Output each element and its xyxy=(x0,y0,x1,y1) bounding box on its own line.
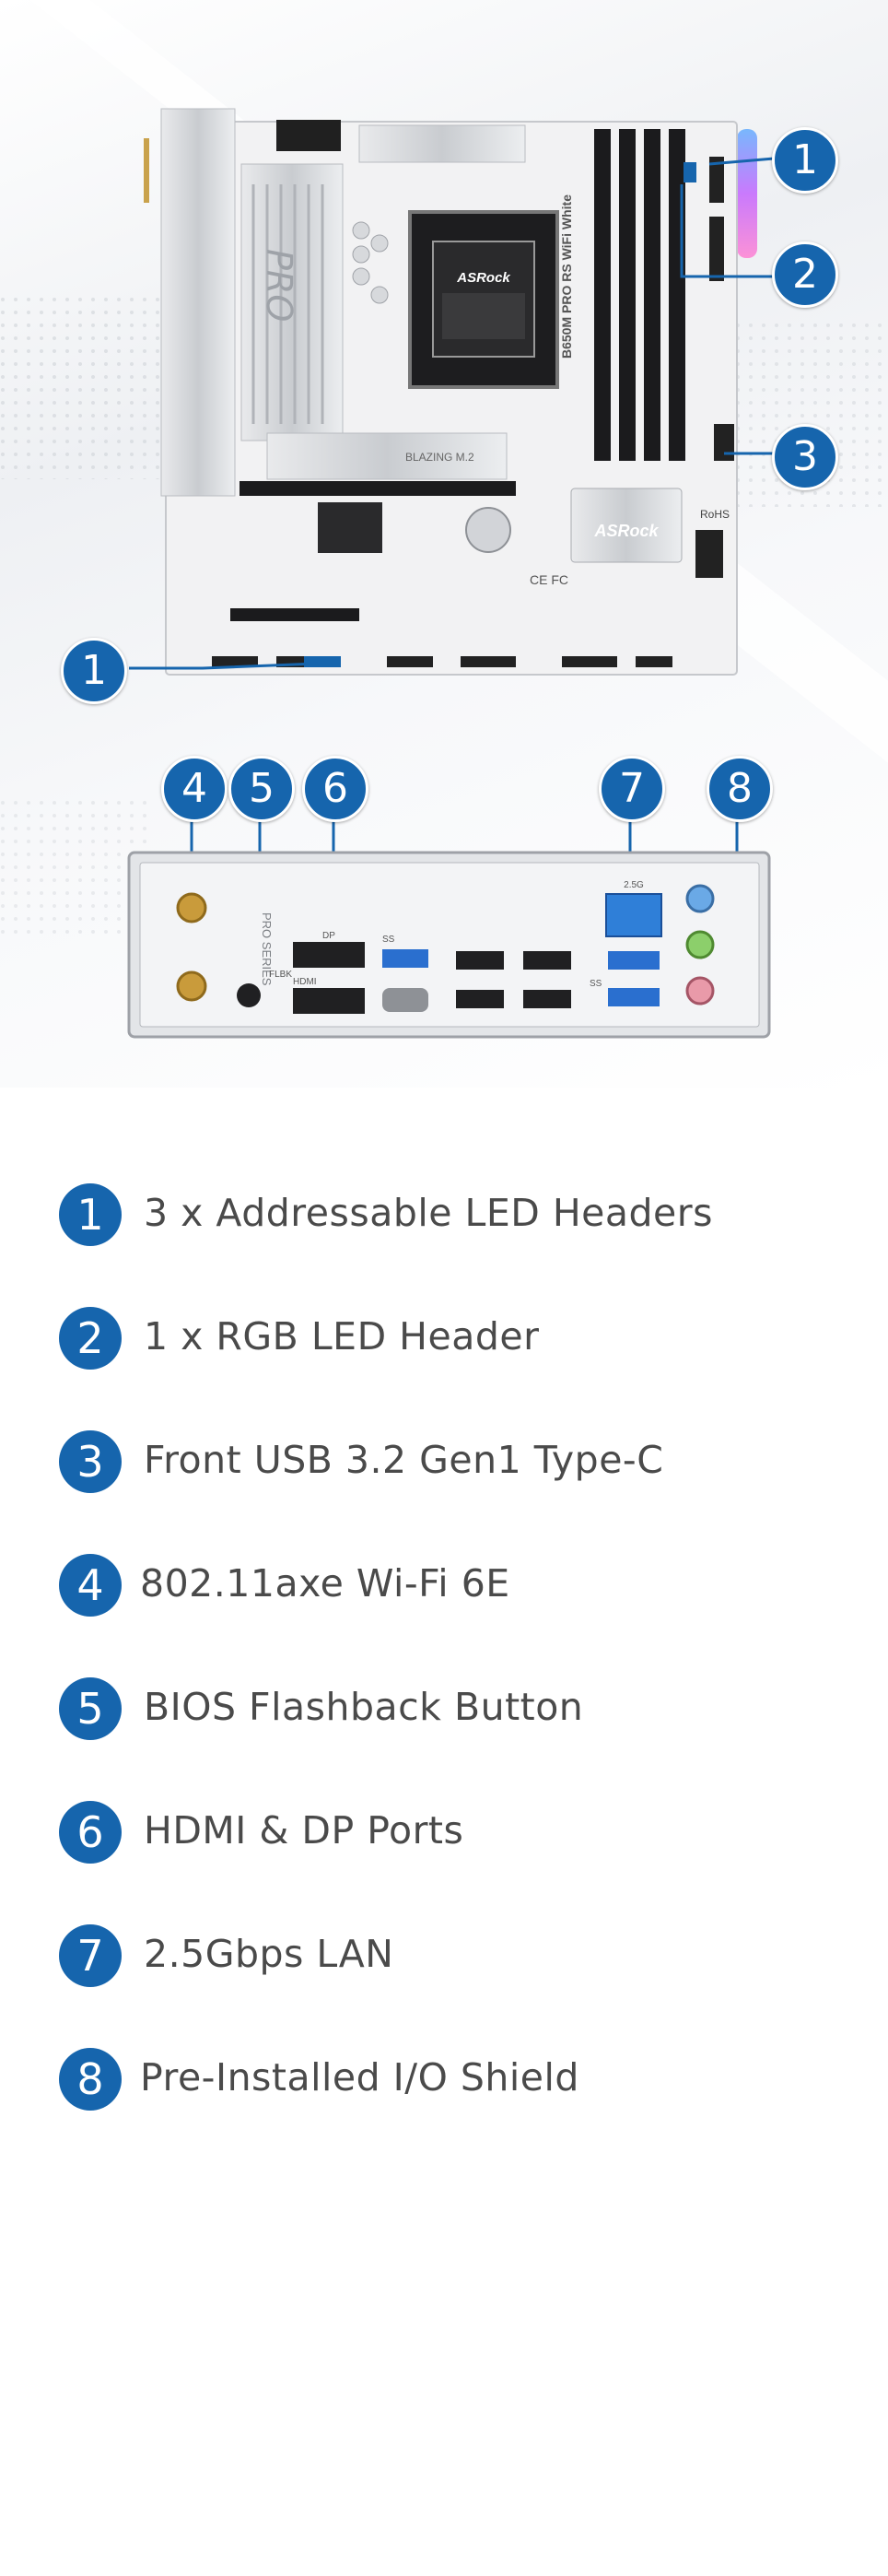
m2-heatsink xyxy=(266,432,508,480)
argb-header-top xyxy=(684,162,696,182)
dp-label: DP xyxy=(322,931,335,941)
feature-label: 3 x Addressable LED Headers xyxy=(144,1191,713,1235)
io-shield-image: PRO SERIES FLBK DP HDMI SS SS 2.5G xyxy=(127,851,771,1039)
flashback-button xyxy=(237,983,261,1007)
callout-badge-6: 6 xyxy=(302,756,368,822)
brand-label: ASRock xyxy=(456,270,510,286)
usb-c-header xyxy=(714,424,734,461)
feature-label: 802.11axe Wi-Fi 6E xyxy=(140,1561,510,1606)
usb-port xyxy=(608,988,660,1006)
lan-label: 2.5G xyxy=(624,880,644,890)
feature-item: 3 Front USB 3.2 Gen1 Type-C xyxy=(59,1430,851,1497)
rohs-label: RoHS xyxy=(700,508,730,521)
feature-number-badge: 6 xyxy=(59,1801,122,1864)
compliance-label: CE FC xyxy=(530,572,568,587)
usb-port xyxy=(456,951,504,970)
usb-label: SS xyxy=(590,979,602,989)
feature-label: Pre-Installed I/O Shield xyxy=(140,2055,579,2100)
feature-label: Front USB 3.2 Gen1 Type-C xyxy=(144,1438,664,1482)
brand-label: ASRock xyxy=(593,522,659,540)
argb-header-bottom xyxy=(304,656,341,667)
m2-label: BLAZING M.2 xyxy=(405,451,474,464)
hero-illustration: PRO ASRock B650M PRO RS WiFi White xyxy=(0,108,888,1039)
callout-badge-8: 8 xyxy=(707,756,773,822)
audio-jack-mic xyxy=(685,976,715,1006)
feature-number-badge: 4 xyxy=(59,1554,122,1617)
cpu-power-connector xyxy=(276,120,341,151)
callout-badge-5: 5 xyxy=(228,756,295,822)
feature-label: 1 x RGB LED Header xyxy=(144,1314,540,1359)
feature-item: 2 1 x RGB LED Header xyxy=(59,1307,851,1373)
io-series-text: PRO SERIES xyxy=(260,912,274,986)
usb-port xyxy=(523,990,571,1008)
feature-number-badge: 1 xyxy=(59,1183,122,1246)
feature-item: 7 2.5Gbps LAN xyxy=(59,1924,851,1991)
feature-item: 6 HDMI & DP Ports xyxy=(59,1801,851,1867)
callout-badge-1: 1 xyxy=(61,638,127,704)
series-logo: PRO xyxy=(259,249,299,322)
vrm-heatsink xyxy=(240,163,344,441)
feature-item: 1 3 x Addressable LED Headers xyxy=(59,1183,851,1250)
feature-label: BIOS Flashback Button xyxy=(144,1685,584,1729)
flashback-label: FLBK xyxy=(269,970,292,980)
atx-power-connector xyxy=(709,217,724,281)
antenna xyxy=(144,138,149,203)
led-header xyxy=(709,157,724,203)
feature-number-badge: 8 xyxy=(59,2048,122,2111)
lan-port xyxy=(605,893,662,937)
dot-pattern xyxy=(0,793,147,940)
hdmi-port xyxy=(293,988,365,1014)
pcie-slot xyxy=(240,481,516,496)
feature-number-badge: 7 xyxy=(59,1924,122,1987)
feature-item: 4 802.11axe Wi-Fi 6E xyxy=(59,1554,851,1620)
top-heatsink xyxy=(358,124,526,163)
callout-badge-7: 7 xyxy=(599,756,665,822)
usb-port xyxy=(456,990,504,1008)
vrm-heatsink xyxy=(160,108,236,497)
cmos-battery xyxy=(465,507,511,553)
audio-chip xyxy=(318,502,382,553)
feature-label: 2.5Gbps LAN xyxy=(144,1932,394,1976)
audio-jack-line-out xyxy=(685,930,715,959)
pcie-slot-small xyxy=(230,608,359,621)
wifi-antenna-connector xyxy=(176,970,207,1002)
wifi-antenna-connector xyxy=(176,892,207,923)
chipset-heatsink xyxy=(570,488,683,563)
feature-item: 8 Pre-Installed I/O Shield xyxy=(59,2048,851,2114)
feature-label: HDMI & DP Ports xyxy=(144,1808,464,1853)
feature-item: 5 BIOS Flashback Button xyxy=(59,1677,851,1744)
callout-badge-2: 2 xyxy=(772,241,838,308)
displayport xyxy=(293,942,365,968)
rgb-glow xyxy=(737,129,757,258)
hdmi-label: HDMI xyxy=(293,977,317,987)
feature-number-badge: 5 xyxy=(59,1677,122,1740)
callout-badge-3: 3 xyxy=(772,424,838,490)
feature-number-badge: 2 xyxy=(59,1307,122,1370)
usb-port xyxy=(382,949,428,968)
usb-c-port xyxy=(382,988,428,1012)
audio-jack-line-in xyxy=(685,884,715,913)
callout-badge-4: 4 xyxy=(161,756,228,822)
usb-port xyxy=(608,951,660,970)
motherboard-image: PRO ASRock B650M PRO RS WiFi White xyxy=(144,108,738,676)
usb-port xyxy=(523,951,571,970)
model-label: B650M PRO RS WiFi White xyxy=(559,194,574,359)
callout-badge-1: 1 xyxy=(772,127,838,194)
usb-label: SS xyxy=(382,935,395,945)
feature-number-badge: 3 xyxy=(59,1430,122,1493)
